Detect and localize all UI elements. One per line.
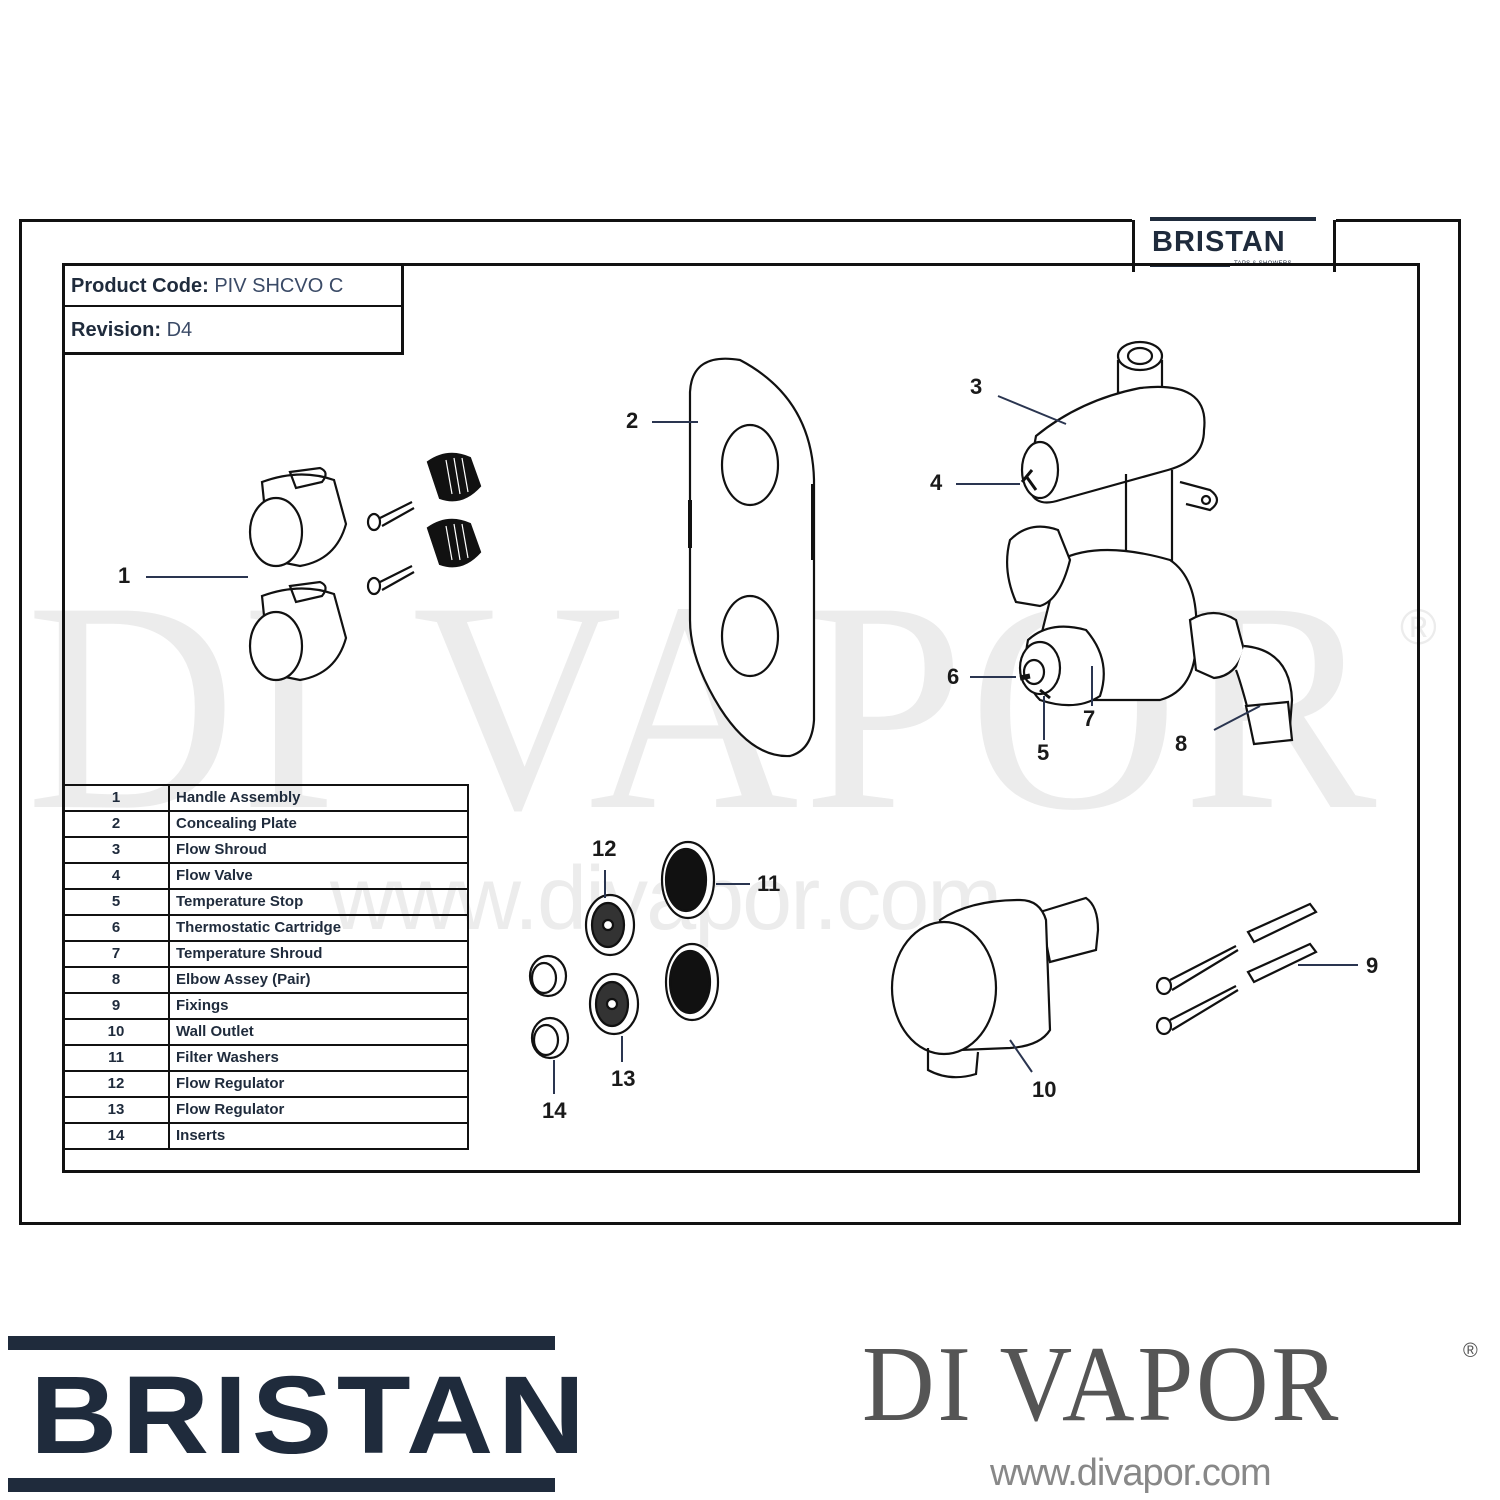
part-name: Flow Valve <box>168 862 469 890</box>
diagram-frame <box>19 219 1461 1225</box>
part-number: 4 <box>62 862 170 890</box>
callout-1: 1 <box>118 563 131 588</box>
callout-4: 4 <box>930 470 943 495</box>
part-number: 9 <box>62 992 170 1020</box>
part-number: 6 <box>62 914 170 942</box>
revision-row: Revision: D4 <box>62 307 401 351</box>
product-code-label: Product Code: <box>71 275 209 297</box>
revision-label: Revision: <box>71 319 162 341</box>
part-name: Temperature Shroud <box>168 940 469 968</box>
wall-outlet-icon <box>890 896 1100 1079</box>
part-number: 1 <box>62 784 170 812</box>
part-number: 14 <box>62 1122 170 1150</box>
part-number: 8 <box>62 966 170 994</box>
part-name: Flow Shroud <box>168 836 469 864</box>
callout-13: 13 <box>611 1066 636 1091</box>
part-name: Inserts <box>168 1122 469 1150</box>
callout-9: 9 <box>1366 953 1379 978</box>
part-name: Concealing Plate <box>168 810 469 838</box>
callout-leader-lines <box>146 395 1358 1094</box>
part-name: Handle Assembly <box>168 784 469 812</box>
bristan-footer-wordmark: BRISTAN <box>30 1354 590 1477</box>
callout-11: 11 <box>757 871 781 896</box>
thermostatic-valve-body-icon <box>1006 340 1294 746</box>
concealing-plate-icon <box>688 357 816 758</box>
part-number: 7 <box>62 940 170 968</box>
filter-washers-icon <box>660 840 720 1022</box>
part-name: Fixings <box>168 992 469 1020</box>
part-number: 3 <box>62 836 170 864</box>
callout-7: 7 <box>1083 706 1096 731</box>
callout-14: 14 <box>542 1098 567 1123</box>
product-info-box: Product Code: PIV SHCVO C Revision: D4 <box>62 263 404 355</box>
handle-assembly-icon <box>248 452 482 682</box>
part-name: Temperature Stop <box>168 888 469 916</box>
diagram-inner-frame <box>62 263 1420 1173</box>
callout-3: 3 <box>970 374 983 399</box>
bristan-header-wordmark: BRISTAN <box>1152 226 1286 258</box>
bristan-footer-logo: BRISTAN <box>8 1336 585 1494</box>
product-code-row: Product Code: PIV SHCVO C <box>62 263 401 307</box>
part-number: 2 <box>62 810 170 838</box>
callout-6: 6 <box>947 664 960 689</box>
part-name: Flow Regulator <box>168 1070 469 1098</box>
part-number: 12 <box>62 1070 170 1098</box>
callout-2: 2 <box>626 408 639 433</box>
brand-gap <box>1132 212 1336 272</box>
flow-regulator-icon <box>584 893 640 1036</box>
part-number: 10 <box>62 1018 170 1046</box>
revision-value: D4 <box>166 319 193 341</box>
callout-10: 10 <box>1032 1077 1057 1102</box>
callout-5: 5 <box>1037 740 1050 765</box>
part-name: Thermostatic Cartridge <box>168 914 469 942</box>
part-number: 11 <box>62 1044 170 1072</box>
fixings-icon <box>1155 902 1318 1036</box>
part-name: Wall Outlet <box>168 1018 469 1046</box>
callout-12: 12 <box>592 836 617 861</box>
part-name: Elbow Assey (Pair) <box>168 966 469 994</box>
product-code-value: PIV SHCVO C <box>214 275 344 297</box>
inserts-icon <box>528 954 570 1060</box>
part-name: Filter Washers <box>168 1044 469 1072</box>
divapor-footer-url: www.divapor.com <box>990 1452 1272 1494</box>
callout-8: 8 <box>1175 731 1188 756</box>
part-name: Flow Regulator <box>168 1096 469 1124</box>
part-number: 5 <box>62 888 170 916</box>
divapor-footer-logo: DI VAPOR <box>862 1325 1342 1444</box>
divapor-registered-mark: ® <box>1463 1340 1478 1362</box>
part-number: 13 <box>62 1096 170 1124</box>
